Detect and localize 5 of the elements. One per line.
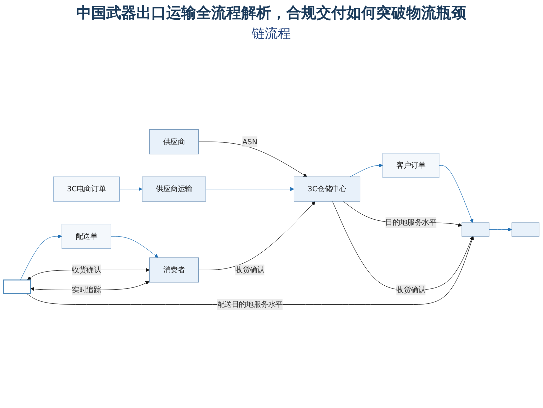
node-box: [3, 280, 32, 294]
node-box: [512, 222, 540, 237]
node-box: [462, 222, 490, 237]
center-label: 链流程: [252, 27, 291, 42]
title: 中国武器出口运输全流程解析，合规交付如何突破物流瓶颈: [76, 4, 468, 23]
